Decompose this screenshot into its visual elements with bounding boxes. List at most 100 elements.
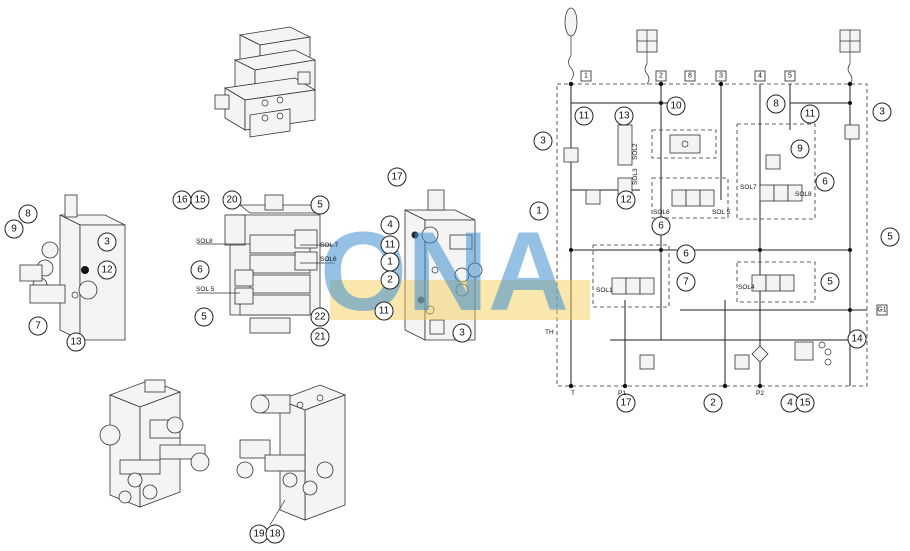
callout-schematic-8: 12 — [616, 190, 636, 210]
callout-center_view-0-number: 16 — [176, 195, 188, 206]
callout-center_view-1: 15 — [190, 190, 210, 210]
spool-valve-sol1 — [611, 277, 655, 295]
spool-valve-sol7-sol8 — [759, 184, 803, 202]
callout-schematic-1: 11 — [574, 106, 594, 126]
callout-center_view-5-number: 5 — [201, 312, 207, 323]
callout-schematic-17-circle — [616, 393, 636, 413]
callout-schematic-0-number: 3 — [540, 136, 546, 147]
callout-bottom_views-0-number: 19 — [253, 529, 265, 540]
callout-top_left_view-1: 9 — [4, 219, 24, 239]
port-bottom-2: P2 — [756, 390, 764, 397]
callout-center_view-7: 21 — [310, 327, 330, 347]
callout-schematic-5-number: 11 — [805, 109, 816, 120]
callout-center_view-3-circle — [310, 195, 330, 215]
callout-bottom_views-0: 19 — [249, 524, 269, 544]
svg-text:4: 4 — [758, 73, 762, 80]
callout-top_left_view-2-number: 3 — [104, 237, 110, 248]
callout-schematic-2-circle — [614, 106, 634, 126]
callout-valve_block-1-number: 4 — [387, 220, 393, 231]
callout-valve_block-0-number: 17 — [391, 172, 403, 183]
port-top-1: 2 — [655, 70, 667, 82]
callout-schematic-12: 6 — [676, 244, 696, 264]
callout-schematic-11-circle — [790, 139, 810, 159]
callout-schematic-11-number: 9 — [797, 144, 803, 155]
port-top-5: 5 — [784, 70, 796, 82]
callout-schematic-8-circle — [616, 190, 636, 210]
callout-valve_block-2-number: 11 — [385, 240, 396, 251]
port-top-4: 4 — [754, 70, 766, 82]
callout-valve_block-3: 1 — [380, 252, 400, 272]
callout-schematic-9-number: 6 — [658, 221, 664, 232]
callout-top_left_view-0-number: 8 — [25, 209, 31, 220]
filter-symbol — [751, 345, 769, 363]
callout-schematic-0-circle — [533, 131, 553, 151]
callout-valve_block-4: 2 — [380, 270, 400, 290]
callout-schematic-9: 6 — [651, 216, 671, 236]
callout-valve_block-5-circle — [374, 301, 394, 321]
callout-schematic-14-circle — [820, 272, 840, 292]
callout-schematic-5-circle — [800, 104, 820, 124]
svg-text:3: 3 — [719, 73, 723, 80]
callout-valve_block-2: 11 — [380, 235, 400, 255]
callout-top_left_view-3: 12 — [97, 260, 117, 280]
callout-schematic-7-circle — [529, 201, 549, 221]
callout-top_left_view-4: 7 — [28, 316, 48, 336]
callout-schematic-16-number: 14 — [851, 334, 863, 345]
callout-schematic-8-number: 12 — [620, 195, 632, 206]
svg-text:5: 5 — [788, 73, 792, 80]
callout-center_view-2-circle — [222, 190, 242, 210]
callout-center_view-6-circle — [310, 307, 330, 327]
callout-top_left_view-1-number: 9 — [11, 224, 17, 235]
callout-valve_block-3-number: 1 — [387, 257, 393, 268]
callout-schematic-6: 3 — [872, 102, 892, 122]
hydraulic-schematic — [556, 7, 868, 389]
port-top-0: 1 — [580, 70, 592, 82]
callout-schematic-12-number: 6 — [683, 249, 689, 260]
callout-schematic-20-number: 15 — [799, 398, 811, 409]
bottom-left-iso-block — [99, 379, 210, 508]
callout-top_left_view-3-number: 12 — [101, 265, 113, 276]
callout-schematic-2-number: 13 — [618, 111, 630, 122]
callout-schematic-4-number: 8 — [773, 99, 779, 110]
port-left: TH — [545, 329, 554, 336]
callout-center_view-4: 6 — [190, 260, 210, 280]
callout-center_view-0: 16 — [172, 190, 192, 210]
callout-center_view-5: 5 — [194, 307, 214, 327]
port-top-3: 3 — [715, 70, 727, 82]
callout-center_view-3: 5 — [310, 195, 330, 215]
top-valve-assembly — [214, 26, 317, 138]
callout-schematic-20: 15 — [795, 393, 815, 413]
svg-text:1: 1 — [584, 73, 588, 80]
callout-center_view-1-circle — [190, 190, 210, 210]
watermark-text: ONA — [320, 209, 569, 334]
callout-top_left_view-2-circle — [97, 232, 117, 252]
callout-schematic-11: 9 — [790, 139, 810, 159]
callout-center_view-7-number: 21 — [314, 332, 326, 343]
callout-top_left_view-5-number: 13 — [70, 337, 82, 348]
callout-schematic-18-number: 2 — [710, 398, 716, 409]
callout-top_left_view-3-circle — [97, 260, 117, 280]
callout-valve_block-6: 3 — [452, 323, 472, 343]
callout-schematic-10: 6 — [815, 172, 835, 192]
callout-top_left_view-4-number: 7 — [35, 321, 41, 332]
callout-schematic-15-number: 5 — [887, 232, 893, 243]
callout-schematic-4: 8 — [766, 94, 786, 114]
callout-schematic-15: 5 — [880, 227, 900, 247]
callout-schematic-14-number: 5 — [827, 277, 833, 288]
callout-schematic-6-circle — [872, 102, 892, 122]
sol-label-center_view-3: SOL 5 — [196, 286, 215, 293]
watermark: ONA — [320, 209, 590, 334]
sol-label-schematic-3: SOL 5 — [712, 209, 731, 216]
sol-label-schematic-4: SOL7 — [740, 184, 757, 191]
callout-top_left_view-1-circle — [4, 219, 24, 239]
callout-schematic-14: 5 — [820, 272, 840, 292]
callout-top_left_view-0: 8 — [18, 204, 38, 224]
callout-valve_block-5-number: 11 — [379, 306, 390, 317]
callout-center_view-3-number: 5 — [317, 200, 323, 211]
bottom-right-iso-block — [236, 384, 347, 526]
callout-top_left_view-4-circle — [28, 316, 48, 336]
callout-schematic-3: 10 — [666, 96, 686, 116]
callout-schematic-12-circle — [676, 244, 696, 264]
